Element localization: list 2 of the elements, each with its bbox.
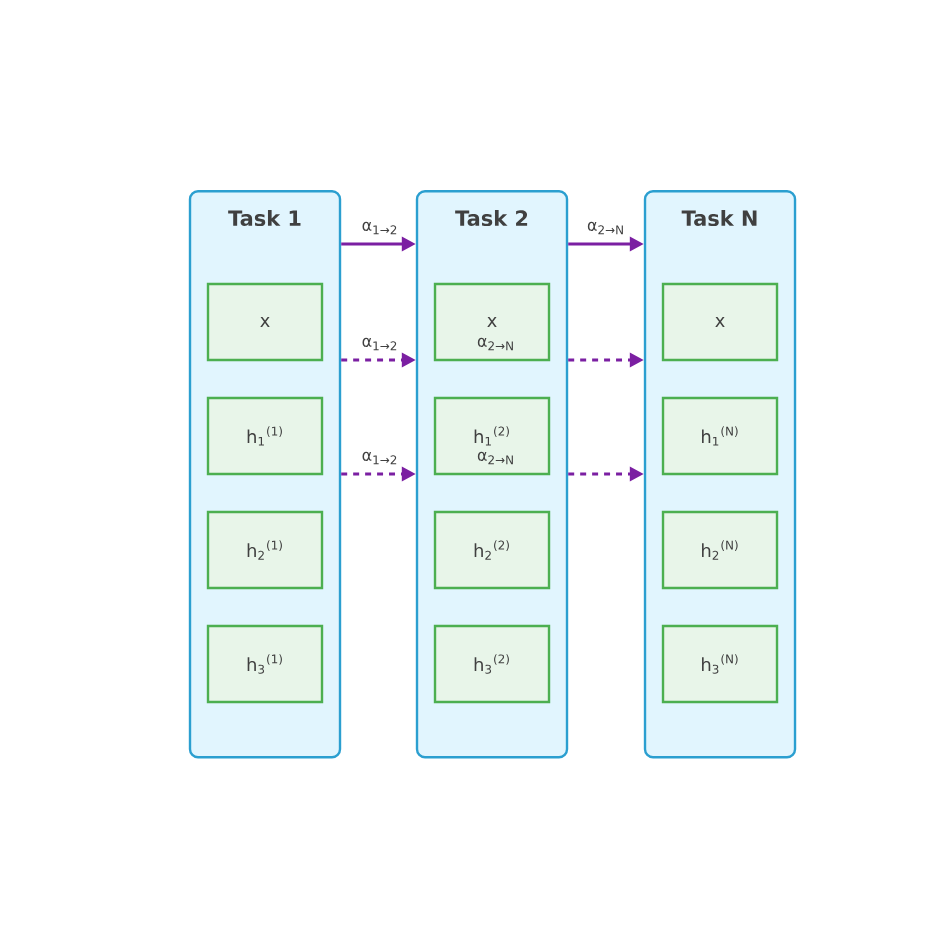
layer-box: x	[661, 282, 779, 362]
layer-box: x	[206, 282, 324, 362]
